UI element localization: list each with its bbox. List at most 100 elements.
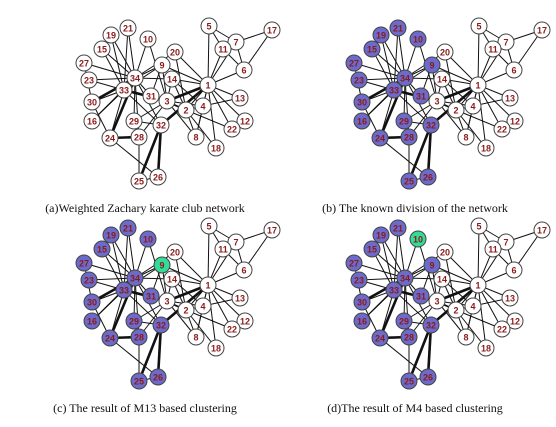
node-label-19: 19 (106, 31, 116, 41)
node-label-32: 32 (156, 121, 166, 131)
node-23 (80, 271, 98, 289)
node-28 (400, 328, 418, 346)
node-label-7: 7 (503, 38, 508, 48)
node-label-7: 7 (233, 238, 238, 248)
node-label-29: 29 (129, 317, 139, 327)
node-18 (477, 139, 495, 157)
node-16 (83, 112, 101, 130)
node-label-13: 13 (505, 94, 515, 104)
node-15 (363, 240, 381, 258)
edge-24-26 (379, 337, 429, 378)
node-label-27: 27 (349, 259, 359, 269)
node-30 (353, 93, 371, 111)
node-label-3: 3 (434, 97, 439, 107)
node-label-11: 11 (488, 45, 498, 55)
node-label-15: 15 (367, 45, 377, 55)
node-label-17: 17 (267, 226, 277, 236)
node-label-14: 14 (437, 75, 447, 85)
node-14 (433, 70, 451, 88)
edge-21-33 (393, 227, 399, 291)
node-8 (187, 328, 205, 346)
edge-24-26 (379, 137, 429, 178)
node-18 (207, 339, 225, 357)
node-28 (400, 128, 418, 146)
node-label-29: 29 (399, 317, 409, 327)
node-label-32: 32 (426, 121, 436, 131)
caption-d: (d)The result of M4 based clustering (327, 401, 503, 415)
edge-21-33 (123, 27, 129, 91)
node-32 (422, 116, 440, 134)
edge-1-12 (207, 84, 246, 122)
edge-27-34 (83, 62, 136, 79)
edge-2-20 (174, 51, 187, 111)
node-5 (200, 217, 218, 235)
node-label-3: 3 (434, 297, 439, 307)
node-32 (152, 316, 170, 334)
node-16 (353, 112, 371, 130)
node-29 (395, 112, 413, 130)
node-2 (177, 101, 195, 119)
node-26 (419, 368, 437, 386)
node-label-32: 32 (426, 321, 436, 331)
node-12 (506, 312, 524, 330)
node-label-16: 16 (87, 117, 97, 127)
node-34 (126, 269, 144, 287)
edge-19-33 (110, 234, 125, 291)
node-2 (177, 301, 195, 319)
node-10 (409, 230, 427, 248)
node-label-22: 22 (227, 325, 237, 335)
node-17 (533, 21, 551, 39)
edge-19-33 (110, 34, 125, 91)
node-28 (130, 128, 148, 146)
node-14 (163, 70, 181, 88)
node-1 (469, 76, 487, 94)
node-29 (395, 312, 413, 330)
node-26 (149, 168, 167, 186)
node-23 (80, 71, 98, 89)
node-21 (389, 219, 407, 237)
node-30 (83, 293, 101, 311)
node-6 (505, 61, 523, 79)
node-12 (236, 312, 254, 330)
node-3 (158, 292, 176, 310)
edge-1-5 (477, 225, 480, 286)
node-23 (350, 271, 368, 289)
node-label-6: 6 (241, 66, 246, 76)
node-30 (83, 93, 101, 111)
node-27 (75, 254, 93, 272)
node-label-9: 9 (429, 61, 434, 71)
node-label-30: 30 (357, 98, 367, 108)
node-7 (497, 233, 515, 251)
node-label-34: 34 (400, 74, 410, 84)
node-label-23: 23 (84, 76, 94, 86)
node-5 (200, 17, 218, 35)
node-27 (75, 54, 93, 72)
node-14 (163, 270, 181, 288)
node-12 (236, 112, 254, 130)
node-label-23: 23 (354, 276, 364, 286)
node-22 (223, 120, 241, 138)
node-9 (423, 56, 441, 74)
node-6 (235, 61, 253, 79)
node-label-5: 5 (206, 22, 211, 32)
node-label-20: 20 (170, 248, 180, 258)
node-31 (142, 87, 160, 105)
node-label-13: 13 (235, 94, 245, 104)
node-label-26: 26 (153, 173, 163, 183)
node-4 (464, 97, 482, 115)
node-label-33: 33 (389, 86, 399, 96)
node-label-10: 10 (143, 235, 153, 245)
node-label-4: 4 (470, 302, 475, 312)
node-label-12: 12 (240, 117, 250, 127)
node-label-33: 33 (119, 86, 129, 96)
node-25 (130, 172, 148, 190)
node-label-31: 31 (416, 92, 426, 102)
node-11 (214, 40, 232, 58)
node-7 (497, 33, 515, 51)
edge-1-12 (477, 284, 516, 322)
edge-19-33 (380, 234, 395, 291)
node-15 (93, 40, 111, 58)
node-3 (158, 92, 176, 110)
